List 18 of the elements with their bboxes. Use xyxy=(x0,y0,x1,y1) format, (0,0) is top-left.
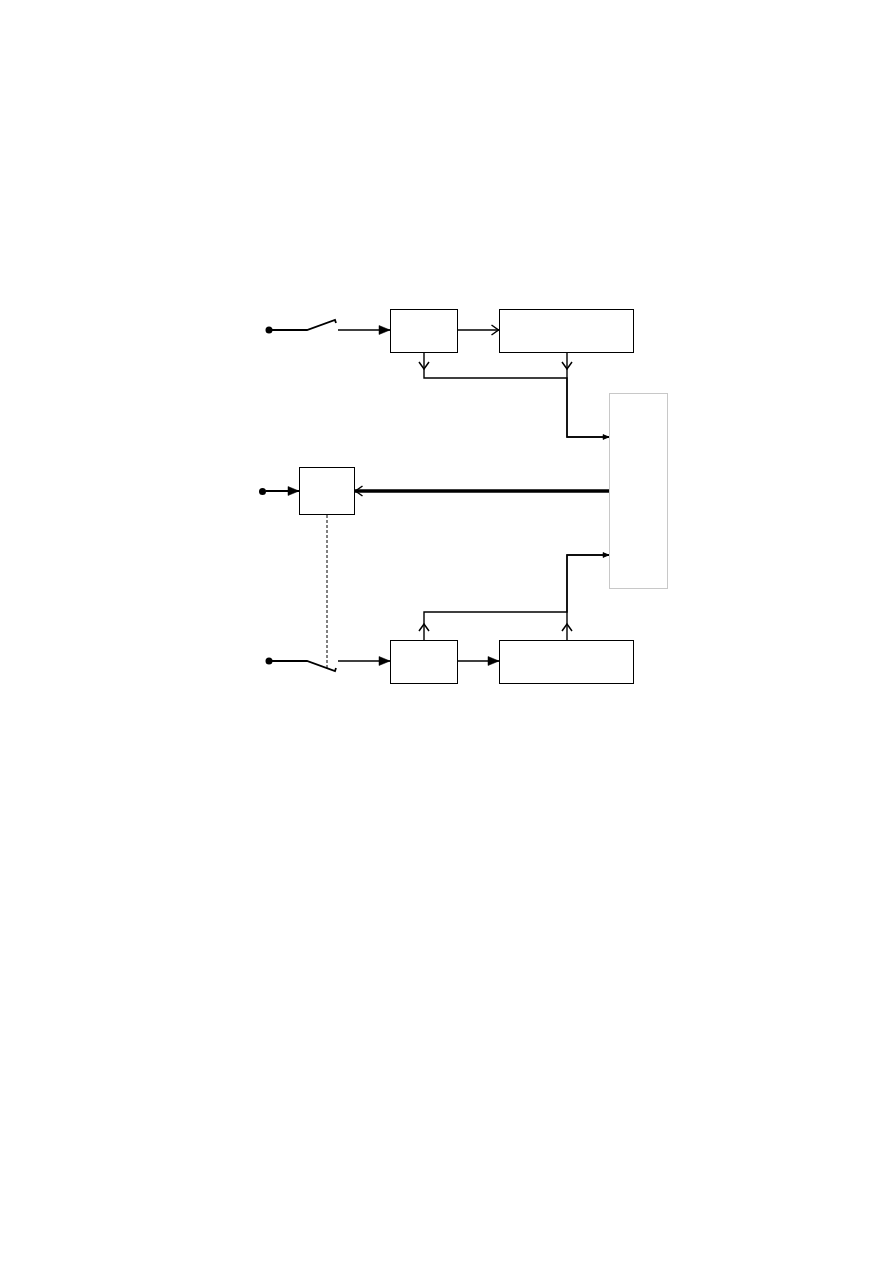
linkage-line xyxy=(326,514,328,669)
block-box xyxy=(499,640,634,684)
arrow xyxy=(561,352,610,440)
arrow xyxy=(561,552,610,641)
switch-symbol xyxy=(265,317,338,334)
arrow xyxy=(457,656,500,666)
arrow xyxy=(354,485,609,497)
block-box xyxy=(299,467,355,515)
block-box xyxy=(390,640,458,684)
block-box xyxy=(390,309,458,353)
terminal-dot xyxy=(258,487,266,495)
switch-symbol xyxy=(265,657,338,674)
block-box xyxy=(609,393,668,589)
block-box xyxy=(499,309,634,353)
arrow xyxy=(264,486,300,496)
arrow xyxy=(337,656,391,666)
arrow xyxy=(457,324,500,336)
arrow xyxy=(337,325,391,335)
